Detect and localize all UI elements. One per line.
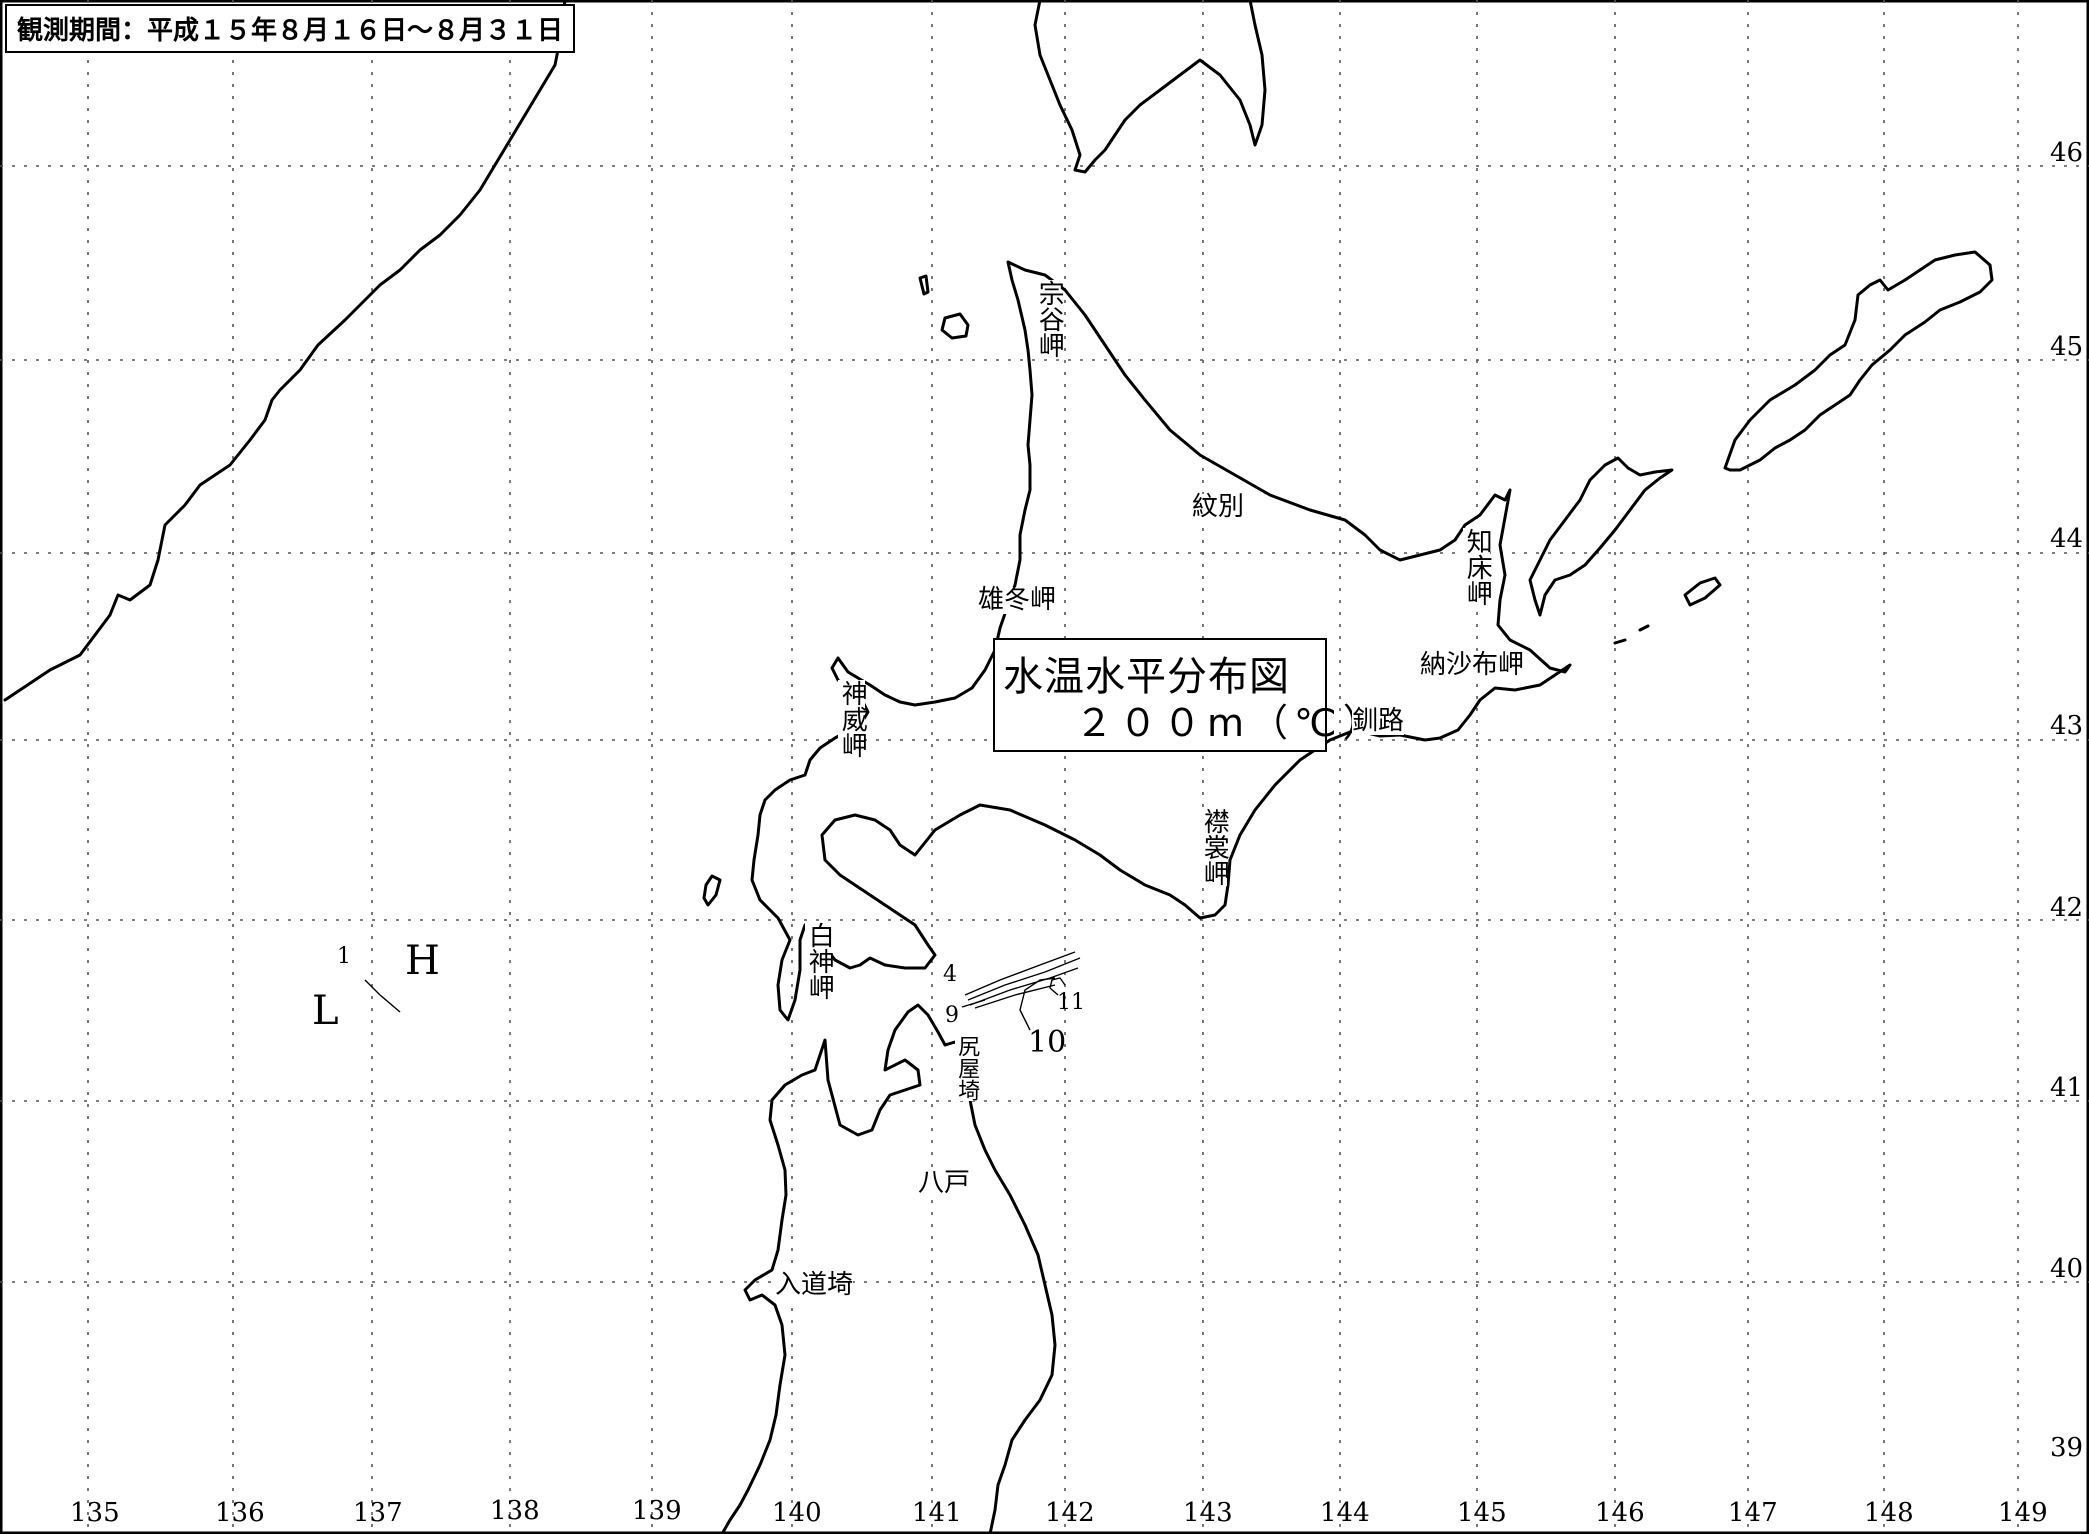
label-soya: 宗谷岬 <box>1034 280 1065 358</box>
isotherm-4c <box>969 967 1079 1006</box>
rishiri-island <box>940 312 970 340</box>
lon-tick-147: 147 <box>1728 1498 1778 1528</box>
isotherm-west <box>364 979 401 1013</box>
low-marker: L <box>312 988 339 1034</box>
habomai-islet-2 <box>1638 624 1650 632</box>
label-nyudo: 入道埼 <box>775 1270 854 1300</box>
lon-tick-135: 135 <box>70 1498 120 1528</box>
isotherm-4a <box>964 951 1076 996</box>
lon-tick-137: 137 <box>353 1498 403 1528</box>
lon-tick-145: 145 <box>1457 1498 1507 1528</box>
lat-tick-45: 45 <box>2050 332 2084 362</box>
lat-tick-40: 40 <box>2050 1254 2084 1284</box>
isotherm-11 <box>1049 977 1066 996</box>
isotherm-9 <box>961 999 986 1008</box>
lon-tick-136: 136 <box>215 1498 265 1528</box>
observation-period: 観測期間：平成１５年８月１６日〜８月３１日 <box>5 4 576 53</box>
label-erimo: 襟裳岬 <box>1199 808 1230 886</box>
lon-tick-139: 139 <box>632 1496 682 1526</box>
lat-tick-42: 42 <box>2050 893 2084 923</box>
mainland-asia-coast <box>3 0 567 702</box>
shikotan-island <box>1683 576 1722 607</box>
isotherm-label-9: 9 <box>945 1003 959 1028</box>
isotherm-4b <box>967 957 1081 1001</box>
label-monbetsu: 紋別 <box>1192 492 1245 522</box>
lon-tick-140: 140 <box>772 1498 822 1528</box>
lon-tick-138: 138 <box>490 1496 540 1526</box>
label-hachinohe: 八戸 <box>918 1168 971 1198</box>
map-title: 水温水平分布図 <box>1003 654 1290 700</box>
kunashiri-island <box>1528 456 1674 617</box>
label-nosappu: 納沙布岬 <box>1420 650 1525 680</box>
label-shirakami: 白神岬 <box>804 922 835 1000</box>
etorofu-island <box>1723 250 1994 472</box>
lon-tick-141: 141 <box>912 1498 962 1528</box>
lat-tick-41: 41 <box>2050 1073 2084 1103</box>
label-kamui: 神威岬 <box>837 680 868 758</box>
isotherm-label-4: 4 <box>943 962 957 987</box>
label-shiretoko: 知床岬 <box>1462 528 1493 606</box>
lon-tick-149: 149 <box>1998 1498 2048 1528</box>
sakhalin-coast <box>1033 0 1267 174</box>
rebun-island <box>918 274 930 296</box>
lon-tick-142: 142 <box>1045 1498 1095 1528</box>
map-depth-unit: ２００m（℃） <box>1075 701 1387 745</box>
title-box: 水温水平分布図 ２００m（℃） <box>993 638 1381 752</box>
habomai-islet-1 <box>1613 638 1627 645</box>
isotherm-label-11: 11 <box>1057 990 1085 1015</box>
lat-tick-44: 44 <box>2050 524 2084 554</box>
label-shiriya: 尻屋埼 <box>954 1035 980 1101</box>
isotherm-4d <box>974 984 1056 1009</box>
honshu-coast <box>720 1003 1057 1534</box>
lon-tick-143: 143 <box>1183 1498 1233 1528</box>
lat-tick-46: 46 <box>2050 138 2084 168</box>
isotherm-label-10: 10 <box>1028 1025 1067 1060</box>
okushiri-island <box>702 874 722 907</box>
lat-tick-43: 43 <box>2050 711 2084 741</box>
lon-tick-146: 146 <box>1595 1498 1645 1528</box>
lat-tick-39: 39 <box>2050 1433 2084 1463</box>
lon-tick-144: 144 <box>1320 1498 1370 1528</box>
hokkaido-coast <box>750 260 1572 1022</box>
label-kushiro: 釧路 <box>1352 706 1405 736</box>
high-marker: H <box>405 938 440 984</box>
isotherm-label-1: 1 <box>337 944 351 969</box>
isotherm-10 <box>1019 977 1056 1031</box>
lon-tick-148: 148 <box>1864 1498 1914 1528</box>
label-ofuyu: 雄冬岬 <box>978 585 1057 615</box>
